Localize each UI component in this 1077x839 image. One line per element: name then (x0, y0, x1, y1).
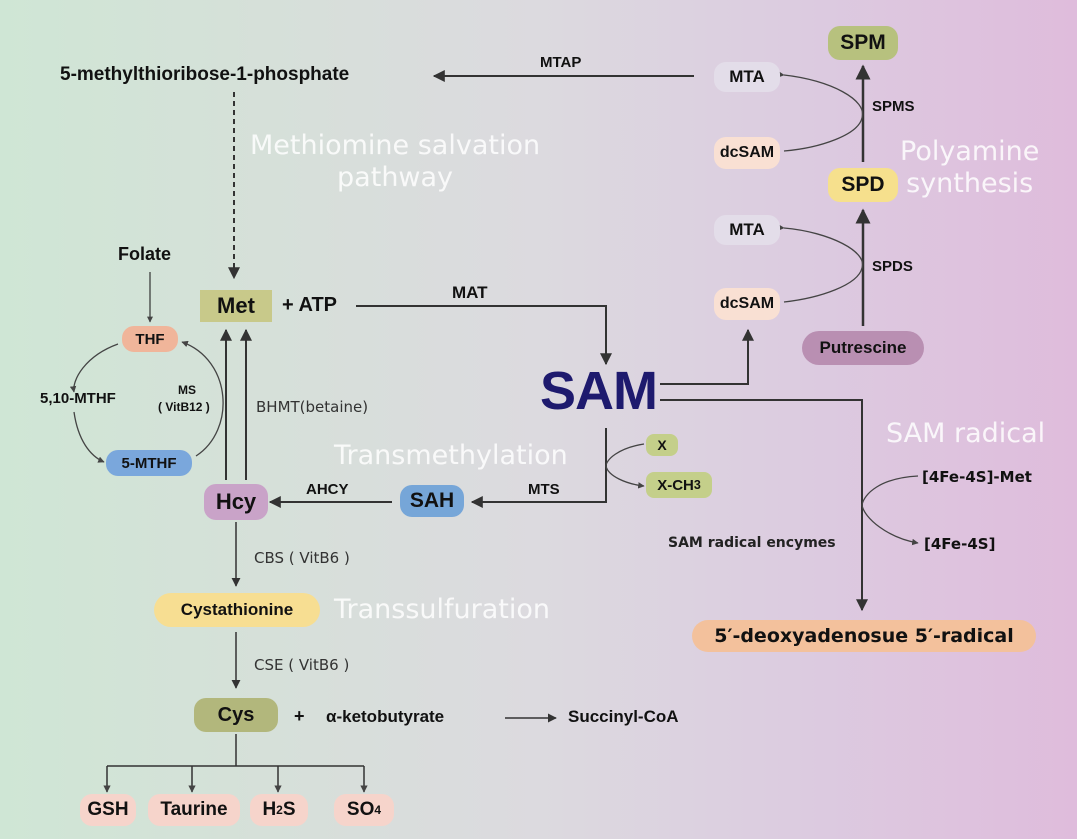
enzyme-bhmt: BHMT(betaine) (256, 398, 369, 416)
arrow-mts (470, 428, 607, 508)
region-label-polyamine: Polyamine synthesis (900, 136, 1039, 201)
node-mta-top: MTA (714, 62, 780, 92)
node-4fe-4s-met: [4Fe-4S]-Met (922, 468, 1032, 486)
enzyme-spms: SPMS (872, 98, 915, 115)
node-4fe-4s: [4Fe-4S] (924, 535, 996, 553)
node-sam: SAM (540, 361, 658, 421)
curve-x (605, 443, 645, 489)
enzyme-cse: CSE ( VitB6 ) (254, 656, 350, 674)
enzyme-sam-radical: SAM radical encymes (668, 535, 836, 551)
region-label-salvage: Methiomine salvation pathway (250, 130, 540, 195)
enzyme-ahcy: AHCY (306, 481, 349, 498)
node-h2s-s: S (282, 799, 296, 820)
node-x: X (646, 434, 678, 456)
curve-spds (777, 224, 864, 303)
curve-spms (777, 71, 864, 152)
arrow-sam-dcsam (660, 328, 754, 385)
node-dcsam-top: dcSAM (714, 137, 780, 169)
node-taurine: Taurine (148, 794, 240, 826)
enzyme-mat: MAT (452, 283, 488, 302)
enzyme-ms: MS (178, 383, 196, 397)
node-5-mthf: 5-MTHF (106, 450, 192, 476)
node-gsh: GSH (80, 794, 136, 826)
node-5-methylthioribose-1-phosphate: 5-methylthioribose-1-phosphate (60, 64, 350, 85)
arrow-mat (356, 305, 612, 366)
region-label-transsulfuration: Transsulfuration (334, 594, 551, 625)
node-x-ch3-text: X-CH (657, 476, 694, 494)
node-cys: Cys (194, 698, 278, 732)
node-met: Met (200, 290, 272, 322)
enzyme-mts: MTS (528, 481, 560, 498)
plus-sign: + (294, 706, 305, 726)
node-spm: SPM (828, 26, 898, 60)
node-deoxyadenosyl-radical: 5′-deoxyadenosue 5′-radical (692, 620, 1036, 652)
node-dcsam-bottom: dcSAM (714, 288, 780, 320)
node-so4-subscript: 4 (374, 803, 382, 817)
arc-thf-510 (69, 343, 119, 393)
region-polyamine-text: Polyamine synthesis (900, 136, 1040, 200)
node-sah: SAH (400, 485, 464, 517)
node-5-10-mthf: 5,10-MTHF (40, 390, 116, 407)
arrow-sam-radical (660, 399, 868, 612)
node-cystathionine: Cystathionine (154, 593, 320, 627)
node-alpha-ketobutyrate: α-ketobutyrate (326, 707, 445, 726)
region-label-sam-radical: SAM radical (886, 418, 1046, 449)
region-salvage-text: Methiomine salvation pathway (250, 130, 541, 194)
node-so4-so: SO (346, 799, 375, 820)
arc-5mthf-thf (181, 340, 224, 457)
node-putrescine: Putrescine (802, 331, 924, 365)
node-folate: Folate (118, 244, 172, 264)
node-h2s-h: H (262, 799, 277, 820)
node-spd: SPD (828, 168, 898, 202)
node-x-ch3-subscript: 3 (693, 478, 701, 492)
enzyme-ms-cofactor: ( VitB12 ) (158, 400, 210, 414)
arc-510-5mthf (73, 411, 105, 463)
enzyme-spds: SPDS (872, 258, 913, 275)
curve-fe (861, 475, 919, 546)
node-h2s-subscript: 2 (276, 803, 283, 817)
node-thf: THF (122, 326, 178, 352)
node-atp: + ATP (282, 294, 338, 316)
enzyme-cbs: CBS ( VitB6 ) (254, 549, 350, 567)
region-label-transmethylation: Transmethylation (334, 440, 568, 471)
node-mta-bottom: MTA (714, 215, 780, 245)
enzyme-mtap: MTAP (540, 54, 582, 71)
node-succinyl-coa: Succinyl-CoA (568, 707, 679, 726)
node-hcy: Hcy (204, 484, 268, 520)
